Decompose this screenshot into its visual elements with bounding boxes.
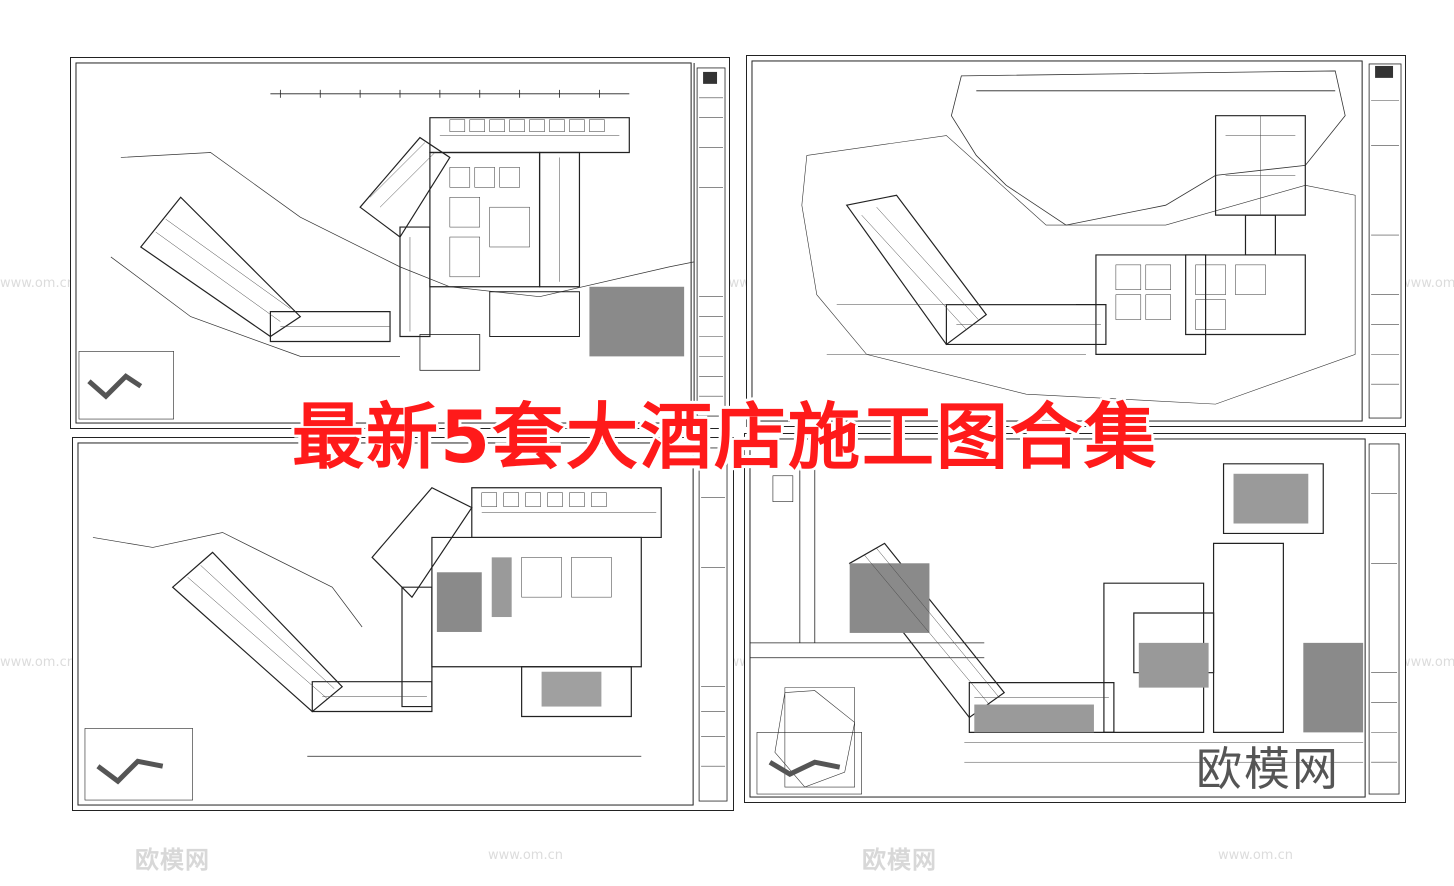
- watermark-url: www.om.cn: [0, 276, 75, 291]
- drawing-sheet-bottom-right: [744, 433, 1406, 803]
- watermark-url: www.om.cn: [1400, 276, 1454, 291]
- floorplan-drawing: [77, 442, 728, 806]
- drawing-sheet-bottom-left: [72, 437, 734, 811]
- floorplan-drawing: [751, 60, 1402, 422]
- watermark-url: www.om.cn: [1218, 848, 1293, 863]
- watermark-url: www.om.cn: [1400, 655, 1454, 670]
- watermark-url: www.om.cn: [488, 848, 563, 863]
- headline-title: 最新5套大酒店施工图合集: [291, 395, 1159, 479]
- watermark-logo: 欧模网: [862, 846, 937, 874]
- watermark-url: www.om.cn: [0, 655, 75, 670]
- drawing-sheet-top-left: [70, 57, 730, 429]
- floorplan-drawing: [749, 438, 1400, 798]
- drawing-sheet-top-right: [746, 55, 1406, 427]
- watermark-logo: 欧模网: [135, 846, 210, 874]
- brand-logo: 欧模网: [1196, 742, 1340, 796]
- floorplan-drawing: [75, 62, 726, 424]
